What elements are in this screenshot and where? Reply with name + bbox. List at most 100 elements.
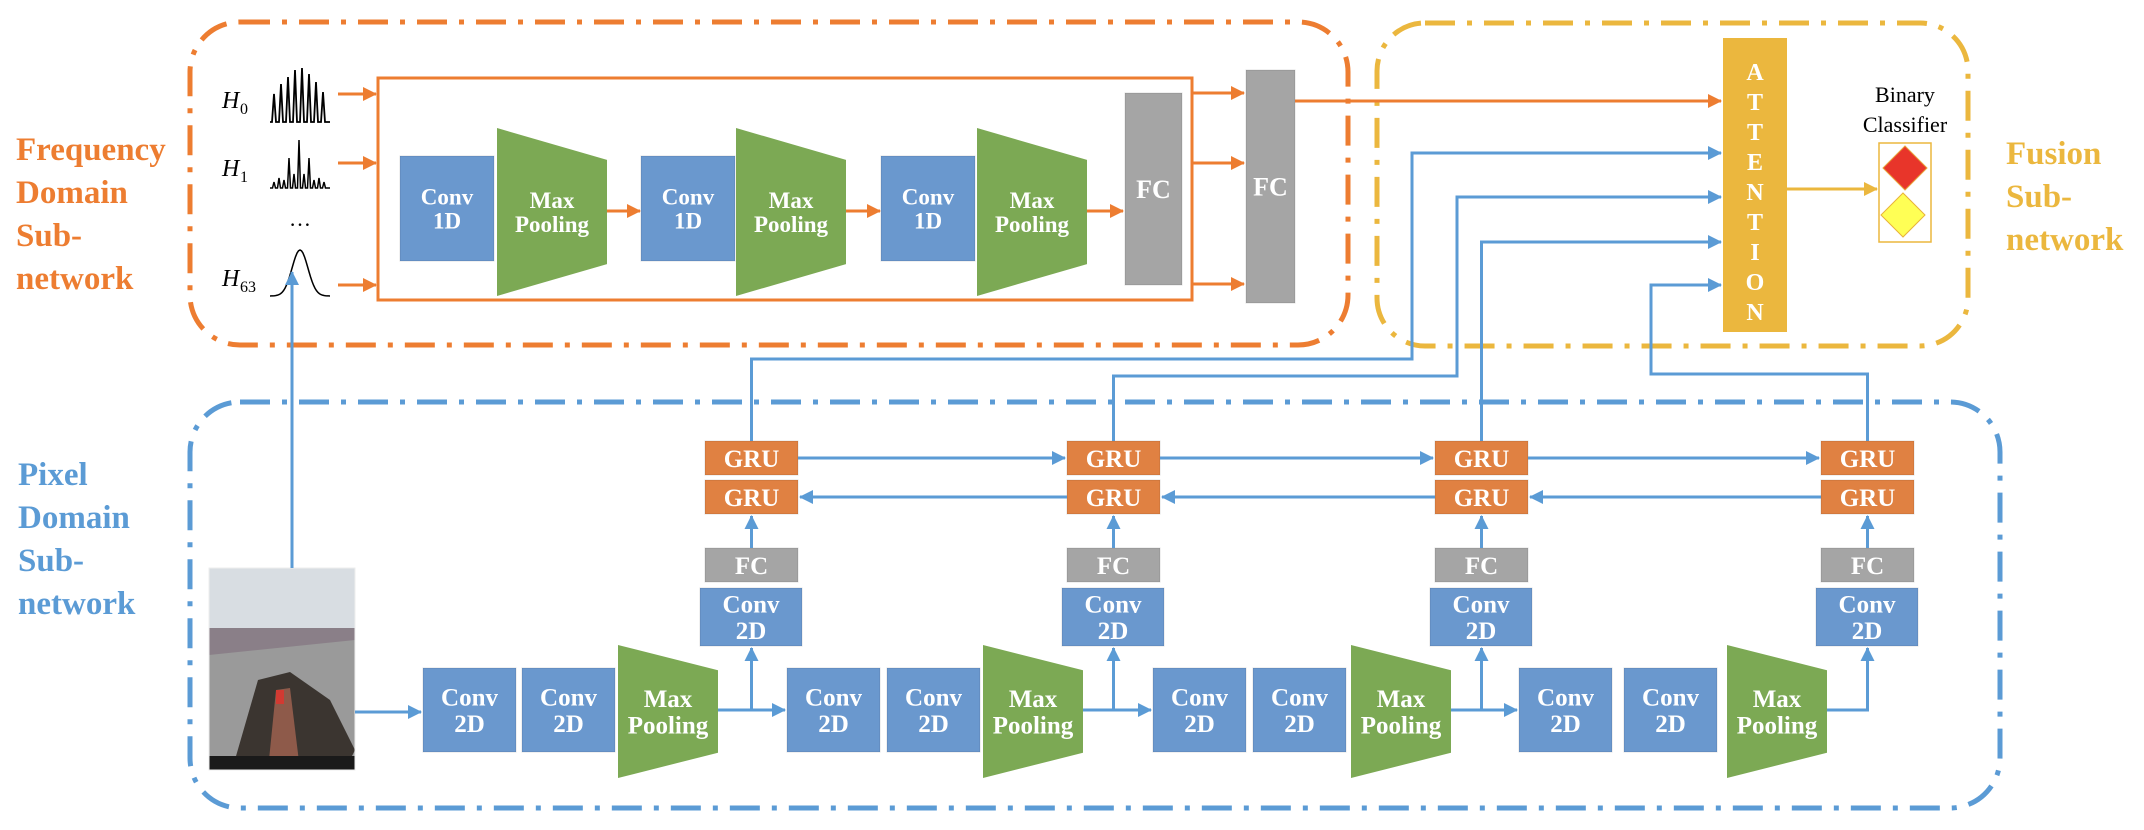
attention-letter: O: [1746, 270, 1765, 296]
gru-backward-block: GRU: [704, 479, 799, 515]
branch-conv2d-block-rect: [1815, 587, 1919, 647]
conv1d-block-label-line: Conv: [902, 184, 955, 209]
gaussian-spectrum-path: [269, 249, 331, 297]
maxpool2d-block-label-line: Pooling: [628, 712, 709, 739]
conv2d-block-label-line: 2D: [1655, 711, 1686, 738]
conv2d-block-rect: [1152, 667, 1247, 753]
branch-fc-block-rect: [1820, 547, 1915, 583]
input-subscript: 0: [240, 101, 248, 118]
positive-class-diamond-icon: [1882, 145, 1928, 191]
maxpool1d-block-label-line: Max: [530, 188, 575, 213]
branch-fc-block: FC: [704, 547, 799, 583]
gru4-to-attention-arrow: [1649, 278, 1869, 441]
maxpool2d-block-label-line: Max: [1377, 686, 1426, 713]
side-label-line: network: [2006, 222, 2124, 258]
photo-pipe: [268, 688, 300, 770]
fc-inner-block-rect: [1124, 92, 1183, 286]
conv1d-block-rect: [880, 155, 976, 262]
conv2d-block-rect: [886, 667, 981, 753]
maxpool1d-block-label-line: Pooling: [515, 212, 590, 237]
side-label-line: Pixel: [18, 457, 88, 493]
maxpool2d-block-label-line: Max: [644, 686, 693, 713]
gru-forward-block-label-line: GRU: [1086, 446, 1142, 473]
photo-caption-bar: [209, 756, 355, 770]
fc-outer-block: FC: [1245, 69, 1296, 304]
attention-letter: T: [1747, 120, 1763, 146]
gru-forward-block-rect: [1434, 440, 1529, 476]
frequency-cnn-blocks: Conv1DMaxPoolingConv1DMaxPoolingConv1DMa…: [399, 69, 1296, 304]
conv1d-block-label-line: 1D: [433, 209, 461, 234]
conv2d-block-label-line: 2D: [1550, 711, 1581, 738]
attention-letter: N: [1746, 180, 1764, 206]
maxpool1d-block-shape: [736, 128, 846, 296]
branch-conv2d-block-label-line: 2D: [736, 618, 767, 645]
frequency-subnetwork-region: [187, 19, 1351, 348]
conv1d-block-rect: [399, 155, 495, 262]
maxpool1d-block-label-line: Pooling: [754, 212, 829, 237]
gru-backward-block-label-line: GRU: [1840, 485, 1896, 512]
maxpool2d-block-shape: [618, 645, 718, 778]
gru-forward-block: GRU: [1434, 440, 1529, 476]
conv2d-block-label-line: 2D: [553, 711, 584, 738]
conv2d-block-label-line: Conv: [905, 685, 962, 712]
input-symbol: H: [221, 266, 241, 292]
conv2d-block-label-line: Conv: [441, 685, 498, 712]
conv2d-block-label-line: Conv: [540, 685, 597, 712]
branch-conv2d-block-rect: [1429, 587, 1533, 647]
sinc-spectrum-path: [270, 139, 330, 189]
conv1d-block-label-line: 1D: [674, 209, 702, 234]
input-subscript: 1: [240, 169, 248, 186]
gru-backward-block-rect: [704, 479, 799, 515]
maxpool2d-block-label-line: Max: [1753, 686, 1802, 713]
side-label-line: Frequency: [16, 132, 166, 168]
branch-conv2d-block-label-line: Conv: [1453, 592, 1510, 619]
input-subscript: 63: [240, 279, 256, 296]
attention-rect: [1723, 38, 1787, 332]
fc-inner-block: FC: [1124, 92, 1183, 286]
attention-letter: N: [1746, 300, 1764, 326]
gru-forward-block-label-line: GRU: [1840, 446, 1896, 473]
side-label-line: Fusion: [2006, 136, 2101, 172]
branch-conv2d-block-label-line: Conv: [1085, 592, 1142, 619]
conv2d-block-label-line: Conv: [1171, 685, 1228, 712]
maxpool2d-block-shape: [983, 645, 1083, 778]
fc-outer-block-label-line: FC: [1253, 173, 1288, 202]
branch-fc-block: FC: [1820, 547, 1915, 583]
negative-class-diamond-icon: [1880, 192, 1926, 238]
gru-forward-block-label-line: GRU: [1454, 446, 1510, 473]
maxpool2d-block-shape: [1351, 645, 1451, 778]
branch-fc-block-label-line: FC: [1097, 553, 1130, 580]
maxpool1d-block-shape: [497, 128, 607, 296]
side-label-line: network: [16, 261, 134, 297]
branch-fc-block-rect: [1066, 547, 1161, 583]
input-symbol: H: [221, 88, 241, 114]
branch-conv2d-block-label-line: 2D: [1852, 618, 1883, 645]
gru-forward-block-label-line: GRU: [724, 446, 780, 473]
photo-border: [208, 567, 356, 771]
attention-letter: T: [1747, 90, 1763, 116]
input-symbol: H: [221, 156, 241, 182]
maxpool2d-block-label-line: Pooling: [993, 712, 1074, 739]
gru-backward-block: GRU: [1066, 479, 1161, 515]
branch-up-arrow: [1827, 647, 1875, 712]
frequency-cnn-container: [376, 76, 1194, 302]
branch-fc-block: FC: [1434, 547, 1529, 583]
maxpool1d-block-label-line: Max: [1010, 188, 1055, 213]
gru-backward-block: GRU: [1820, 479, 1915, 515]
